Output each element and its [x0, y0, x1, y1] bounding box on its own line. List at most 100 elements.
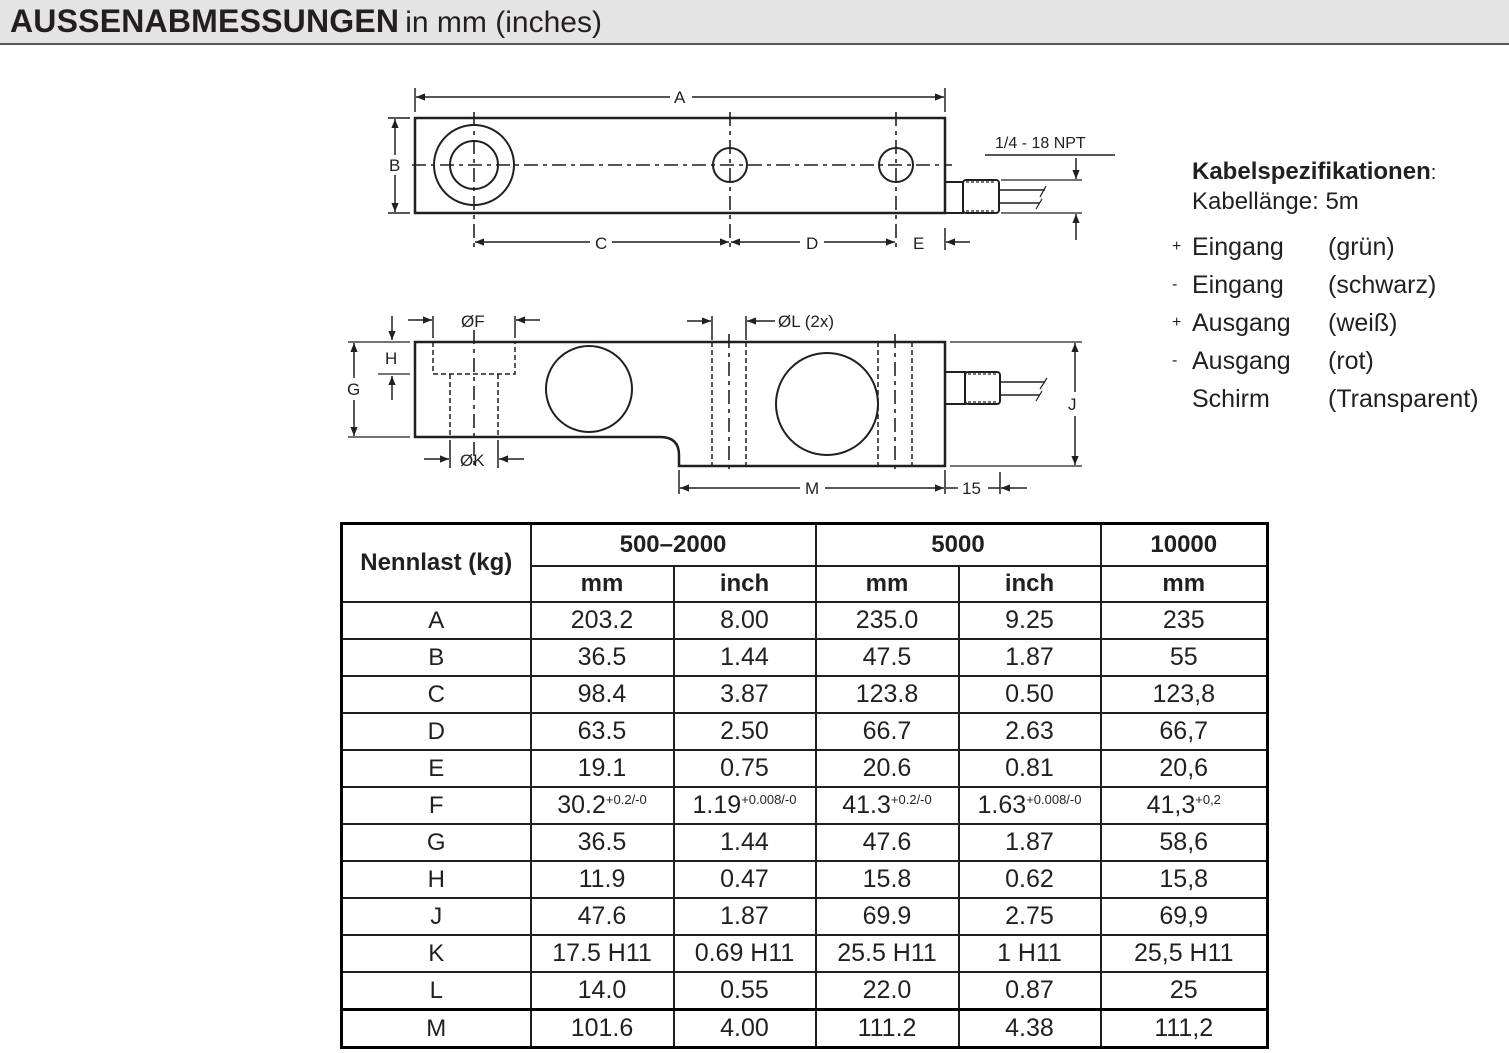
- dim-label-e: E: [913, 234, 924, 253]
- cell-value: 15.8: [862, 865, 912, 893]
- corner-header: Nennlast (kg): [340, 522, 532, 603]
- cable-spec-title-text: Kabelspezifikationen: [1192, 158, 1431, 185]
- cell-tolerance: +0,2: [1195, 792, 1221, 807]
- table-cell: 3.87: [672, 675, 817, 714]
- table-cell: 66.7: [814, 712, 960, 751]
- npt-label: 1/4 - 18 NPT: [995, 135, 1086, 152]
- wire-name: Eingang: [1192, 270, 1284, 299]
- table-cell: 69,9: [1099, 897, 1269, 936]
- dimensions-table: Nennlast (kg) 500–2000 5000 10000 mm inc…: [340, 522, 1269, 1049]
- cell-value: 25: [1169, 976, 1198, 1004]
- dim-label-a: A: [674, 88, 686, 107]
- table-cell: 55: [1099, 638, 1269, 677]
- cell-value: 15,8: [1159, 865, 1209, 893]
- table-cell: 11.9: [529, 860, 675, 899]
- dim-label-g: G: [347, 380, 360, 399]
- cell-value: 1.63: [977, 791, 1027, 819]
- wire-color: (grün): [1328, 232, 1395, 261]
- table-cell: 1.44: [672, 823, 817, 862]
- cell-value: 22.0: [862, 976, 912, 1004]
- cell-value: 25,5 H11: [1133, 939, 1234, 967]
- row-label: E: [340, 749, 532, 788]
- table-cell: 98.4: [529, 675, 675, 714]
- top-view: [388, 88, 1115, 250]
- dim-label-offset: 15: [962, 479, 981, 498]
- wire-color: (schwarz): [1328, 270, 1437, 299]
- cell-value: 101.6: [570, 1014, 634, 1042]
- dim-label-l: ØL (2x): [778, 312, 834, 331]
- table-cell: 0.47: [672, 860, 817, 899]
- top-view-labels: A B C D E 1/4 - 18 NPT: [389, 88, 1086, 253]
- table-cell: 2.63: [957, 712, 1102, 751]
- table-cell: 17.5 H11: [529, 934, 675, 973]
- side-view-labels: ØF H G ØK ØL (2x) J M 15: [347, 312, 1077, 498]
- wire-sign: -: [1172, 352, 1178, 369]
- group-header: 5000: [814, 522, 1102, 567]
- cell-value: 9.25: [1005, 606, 1054, 634]
- table-cell: 58,6: [1099, 823, 1269, 862]
- cell-value: 41.3: [842, 791, 891, 819]
- table-cell: 41,3+0,2: [1099, 786, 1269, 825]
- cell-value: 47.5: [862, 643, 912, 671]
- wire-sign: +: [1172, 238, 1182, 255]
- table-cell: 111,2: [1099, 1008, 1269, 1049]
- cell-value: 2.50: [720, 717, 769, 745]
- unit-header: inch: [957, 565, 1102, 603]
- cable-spec-title: Kabelspezifikationen:: [1192, 158, 1479, 186]
- table-cell: 2.50: [672, 712, 817, 751]
- cell-value: 1.87: [720, 902, 769, 930]
- cell-value: 111.2: [857, 1014, 917, 1042]
- cell-value: 20,6: [1159, 754, 1209, 782]
- cell-value: 2.75: [1005, 902, 1054, 930]
- cell-value: 235.0: [855, 606, 919, 634]
- row-label: M: [340, 1008, 532, 1049]
- cell-value: 1.44: [720, 643, 769, 671]
- cell-value: 20.6: [862, 754, 912, 782]
- table-cell: 25.5 H11: [814, 934, 960, 973]
- cell-tolerance: +0.008/-0: [741, 792, 797, 807]
- group-header: 500–2000: [529, 522, 817, 567]
- cell-value: 3.87: [720, 680, 769, 708]
- cell-value: 11.9: [578, 865, 626, 893]
- table-cell: 101.6: [529, 1008, 675, 1049]
- cell-value: 19.1: [577, 754, 627, 782]
- table-cell: 22.0: [814, 971, 960, 1011]
- cell-value: 98.4: [577, 680, 627, 708]
- cell-tolerance: +0.2/-0: [605, 792, 647, 807]
- cell-value: 47.6: [577, 902, 627, 930]
- wire-row: -Ausgang(rot): [1168, 342, 1479, 380]
- wire-color: (rot): [1328, 346, 1374, 375]
- table-cell: 25: [1099, 971, 1269, 1011]
- cable-length: Kabellänge: 5m: [1192, 188, 1359, 215]
- table-cell: 47.5: [814, 638, 960, 677]
- dim-label-d: D: [806, 234, 818, 253]
- dimension-drawing: A B C D E 1/4 - 18 NPT: [347, 88, 1115, 498]
- cell-value: 36.5: [577, 643, 627, 671]
- cell-value: 2.63: [1005, 717, 1054, 745]
- wire-sign: +: [1172, 314, 1182, 331]
- cell-value: 123,8: [1152, 680, 1216, 708]
- cell-value: 1.87: [1005, 828, 1054, 856]
- unit-header: mm: [1099, 565, 1269, 603]
- unit-header: mm: [529, 565, 675, 603]
- row-label: H: [340, 860, 532, 899]
- table-cell: 20.6: [814, 749, 960, 788]
- table-cell: 123.8: [814, 675, 960, 714]
- section-title-main: AUSSENABMESSUNGEN: [10, 3, 400, 39]
- cell-value: 0.69 H11: [694, 939, 795, 967]
- cell-tolerance: +0.008/-0: [1026, 792, 1082, 807]
- wire-sign: -: [1172, 276, 1178, 293]
- row-label: L: [340, 971, 532, 1011]
